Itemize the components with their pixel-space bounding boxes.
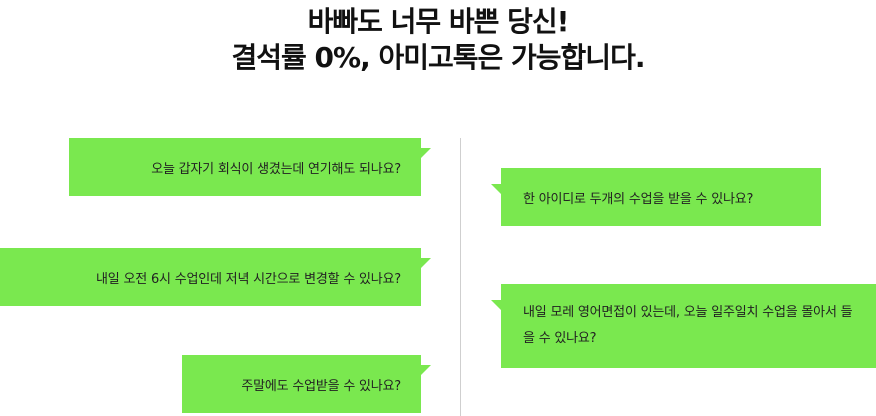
bubble-tail xyxy=(421,148,431,158)
page-headline: 바빠도 너무 바쁜 당신! 결석률 0%, 아미고톡은 가능합니다. xyxy=(0,0,876,76)
bubble-tail xyxy=(491,300,501,310)
bubble-tail xyxy=(421,258,431,268)
bubble-tail xyxy=(421,365,431,375)
chat-bubble-text: 오늘 갑자기 회식이 생겼는데 연기해도 되나요? xyxy=(151,161,401,177)
bubble-tail xyxy=(491,184,501,194)
headline-line-1: 바빠도 너무 바쁜 당신! xyxy=(307,5,570,38)
center-divider xyxy=(460,138,461,416)
chat-bubble-left-2: 내일 오전 6시 수업인데 저녁 시간으로 변경할 수 있나요? xyxy=(0,248,431,306)
chat-bubble-left-1: 오늘 갑자기 회식이 생겼는데 연기해도 되나요? xyxy=(69,138,431,196)
chat-bubble-text: 내일 오전 6시 수업인데 저녁 시간으로 변경할 수 있나요? xyxy=(96,271,401,287)
chat-bubble-right-1: 한 아이디로 두개의 수업을 받을 수 있나요? xyxy=(491,168,821,226)
chat-bubble-left-3: 주말에도 수업받을 수 있나요? xyxy=(182,355,431,413)
chat-bubble-text: 주말에도 수업받을 수 있나요? xyxy=(241,378,401,394)
chat-bubble-text: 한 아이디로 두개의 수업을 받을 수 있나요? xyxy=(523,191,754,207)
chat-bubble-text: 내일 모레 영어면접이 있는데, 오늘 일주일치 수업을 몰아서 들을 수 있나… xyxy=(523,305,853,346)
headline-line-2: 결석률 0%, 아미고톡은 가능합니다. xyxy=(231,41,646,74)
chat-bubble-right-2: 내일 모레 영어면접이 있는데, 오늘 일주일치 수업을 몰아서 들을 수 있나… xyxy=(491,284,876,368)
